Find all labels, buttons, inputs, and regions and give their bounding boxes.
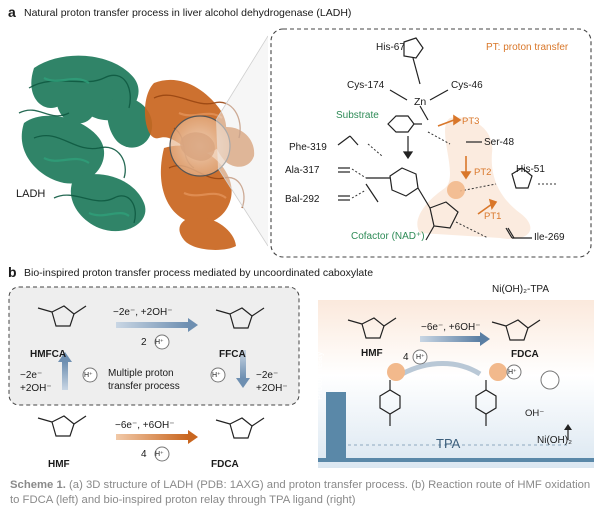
proton-relay-label: Proton relay bbox=[314, 351, 324, 400]
caption-text: (a) 3D structure of LADH (PDB: 1AXG) and… bbox=[10, 479, 591, 506]
fdca-right-label: FDCA bbox=[511, 349, 539, 360]
pt-legend: PT: proton transfer bbox=[486, 42, 569, 53]
proton-relay-diagram bbox=[318, 300, 594, 468]
step-right-panel-label: −6e⁻, +6OH⁻ bbox=[421, 322, 481, 333]
bal292-label: Bal-292 bbox=[285, 194, 320, 205]
box-note-1: Multiple proton bbox=[108, 368, 174, 379]
step-left-label-2: +2OH⁻ bbox=[20, 383, 52, 394]
h-plus-bottom: H⁺ bbox=[155, 451, 164, 458]
his51-label: His-51 bbox=[516, 164, 545, 175]
tpa-label: TPA bbox=[436, 436, 461, 451]
zn-label: Zn bbox=[414, 96, 427, 108]
catalyst-label: Ni(OH)₂-TPA bbox=[492, 284, 550, 295]
h-plus-left: H⁺ bbox=[84, 372, 93, 379]
hydroxide-label: OH⁻ bbox=[525, 408, 545, 419]
ffca-label: FFCA bbox=[219, 349, 246, 360]
cofactor-label: Cofactor (NAD⁺) bbox=[351, 231, 425, 242]
panel-b-letter: b bbox=[8, 264, 17, 280]
phe319-label: Phe-319 bbox=[289, 142, 327, 153]
caption-label: Scheme 1. bbox=[10, 479, 66, 491]
ladh-label: LADH bbox=[16, 188, 46, 200]
figure-caption: Scheme 1. (a) 3D structure of LADH (PDB:… bbox=[10, 478, 595, 508]
ladh-protein-structure bbox=[18, 35, 268, 250]
substrate-label: Substrate bbox=[336, 110, 379, 121]
h-plus-relay: H⁺ bbox=[508, 369, 517, 376]
hmfca-label: HMFCA bbox=[30, 349, 67, 360]
cys174-label: Cys-174 bbox=[347, 80, 385, 91]
panel-a-title: Natural proton transfer process in liver… bbox=[24, 7, 352, 19]
step-right-label-2: +2OH⁻ bbox=[256, 383, 288, 394]
pt2-label: PT2 bbox=[474, 167, 492, 178]
reaction-route-diagram bbox=[8, 286, 300, 462]
panel-a-letter: a bbox=[8, 4, 16, 20]
niooh-label: Ni(OH)₂ bbox=[537, 435, 572, 446]
h-plus-right: H⁺ bbox=[212, 372, 221, 379]
step-top-label: −2e⁻, +2OH⁻ bbox=[113, 307, 173, 318]
step-bottom-protons: 4 bbox=[141, 449, 147, 460]
hmf-right-label: HMF bbox=[361, 348, 383, 359]
step-bottom-label: −6e⁻, +6OH⁻ bbox=[115, 420, 175, 431]
cys46-label: Cys-46 bbox=[451, 80, 483, 91]
h-plus-right-panel: H⁺ bbox=[416, 354, 425, 361]
h-plus-top: H⁺ bbox=[155, 339, 164, 346]
mechanism-diagram bbox=[270, 28, 592, 258]
fdca-left-label: FDCA bbox=[211, 459, 239, 470]
his67-label: His-67 bbox=[376, 42, 405, 53]
panel-b-title: Bio-inspired proton transfer process med… bbox=[24, 267, 374, 279]
step-top-protons: 2 bbox=[141, 337, 147, 348]
step-left-label-1: −2e⁻ bbox=[20, 370, 43, 381]
pt1-label: PT1 bbox=[484, 211, 502, 222]
step-right-panel-protons: 4 bbox=[403, 352, 409, 363]
box-note-2: transfer process bbox=[108, 381, 180, 392]
ser48-label: Ser-48 bbox=[484, 137, 515, 148]
step-right-label-1: −2e⁻ bbox=[256, 370, 279, 381]
ala317-label: Ala-317 bbox=[285, 165, 320, 176]
pt3-label: PT3 bbox=[462, 116, 480, 127]
hmf-left-label: HMF bbox=[48, 459, 70, 470]
ile269-label: Ile-269 bbox=[534, 232, 565, 243]
